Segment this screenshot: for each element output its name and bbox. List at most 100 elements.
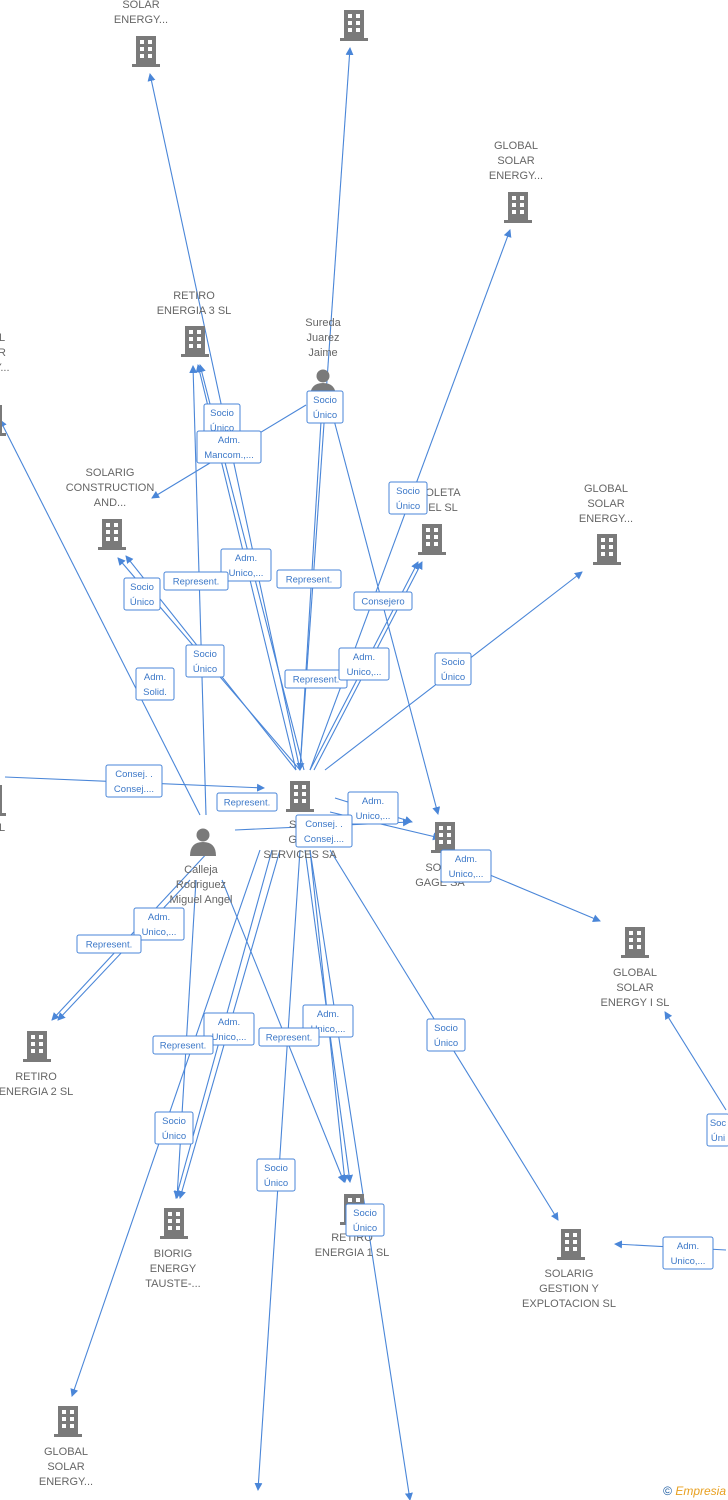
relation-label-text: Consejero <box>361 597 404 608</box>
relation-label-box <box>347 791 399 825</box>
relation-label-text: Único <box>441 672 465 683</box>
relation-edge <box>664 1011 727 1111</box>
relation-label-text: Único <box>162 1131 186 1142</box>
relation-label-box <box>133 907 185 941</box>
relation-label[interactable]: Adm.Unico,... <box>347 791 399 825</box>
node-label: SERVICES SA <box>263 849 337 861</box>
node-label: SOLARIG <box>86 467 135 479</box>
relation-label-box <box>196 430 262 464</box>
relation-label[interactable]: Represent. <box>284 669 348 689</box>
node-label: ENERGY... <box>489 170 543 182</box>
building-icon <box>54 1406 82 1437</box>
edge-labels-layer: SocioÚnicoAdm.Mancom.,...SocioÚnicoSocio… <box>76 390 728 1270</box>
relation-label-text: Único <box>313 410 337 421</box>
relation-label[interactable]: Represent. <box>163 571 229 591</box>
relation-label[interactable]: Adm.Solid. <box>135 667 175 701</box>
footer-brand[interactable]: © Empresia <box>663 1484 726 1498</box>
relation-label-text: Único <box>193 664 217 675</box>
relation-label-box <box>76 934 142 954</box>
building-icon <box>621 927 649 958</box>
node-label: GLOBAL <box>613 967 657 979</box>
building-icon <box>132 36 160 67</box>
relation-label-text: Único <box>353 1223 377 1234</box>
relation-label[interactable]: Represent. <box>216 792 278 812</box>
building-icon <box>160 1208 188 1239</box>
relation-label[interactable]: Represent. <box>76 934 142 954</box>
relation-label-text: Adm. <box>317 1009 339 1020</box>
node-biorig[interactable]: BIORIGENERGYTAUSTE-... <box>145 1208 201 1290</box>
node-label: Sureda <box>305 317 341 329</box>
relation-label[interactable]: Adm.Unico,... <box>338 647 390 681</box>
node-top-mid[interactable] <box>340 10 368 41</box>
relation-label-box <box>135 667 175 701</box>
relation-label[interactable]: Consejero <box>353 591 413 611</box>
node-top-left[interactable]: SOLARENERGY... <box>114 0 168 67</box>
relation-label-text: Socio <box>396 486 420 497</box>
relation-label-box <box>258 1027 320 1047</box>
relation-label[interactable]: Represent. <box>258 1027 320 1047</box>
node-gse-right[interactable]: GLOBALSOLARENERGY... <box>579 483 633 565</box>
building-icon <box>0 785 6 816</box>
relation-label[interactable]: Represent. <box>152 1035 214 1055</box>
relation-label-box <box>152 1035 214 1055</box>
relation-label-box <box>123 577 161 611</box>
relation-label-box <box>706 1113 728 1147</box>
relation-label-box <box>276 569 342 589</box>
relation-label-text: Unico,... <box>347 667 382 678</box>
node-gse-top[interactable]: GLOBALSOLARENERGY... <box>489 140 543 223</box>
building-icon <box>181 326 209 357</box>
building-icon <box>23 1031 51 1062</box>
relation-label-text: Socio <box>193 649 217 660</box>
relation-label-box <box>662 1236 714 1270</box>
node-label: Y... <box>0 362 10 374</box>
relation-label[interactable]: Adm.Unico,... <box>220 548 272 582</box>
node-left-edge[interactable]: LRY... <box>0 332 10 436</box>
relation-label-box <box>216 792 278 812</box>
relation-label-text: Único <box>396 501 420 512</box>
node-label: Juarez <box>306 332 339 344</box>
relation-label[interactable]: Adm.Mancom.,... <box>196 430 262 464</box>
relation-label[interactable]: Adm.Unico,... <box>662 1236 714 1270</box>
node-label: AND... <box>94 497 126 509</box>
relation-label-text: Soc <box>710 1118 727 1129</box>
relation-label-text: Represent. <box>173 577 219 588</box>
relation-label[interactable]: Consej. .Consej.... <box>295 814 353 848</box>
relation-label-text: Mancom.,... <box>204 450 254 461</box>
node-label: EXPLOTACION SL <box>522 1298 616 1310</box>
node-solarig-constr[interactable]: SOLARIGCONSTRUCTIONAND... <box>66 467 155 550</box>
node-left-mid[interactable]: L <box>0 785 6 834</box>
node-label: ENERGIA 3 SL <box>157 305 232 317</box>
relation-label-text: Unico,... <box>671 1256 706 1267</box>
relation-label-text: Represent. <box>86 940 132 951</box>
relation-label-text: Adm. <box>362 796 384 807</box>
relation-label-box <box>353 591 413 611</box>
relation-label-text: Represent. <box>224 798 270 809</box>
node-label: R <box>0 347 6 359</box>
relation-label[interactable]: Adm.Unico,... <box>440 849 492 883</box>
relation-label-text: Represent. <box>160 1041 206 1052</box>
relation-label[interactable]: Consej. .Consej.... <box>105 764 163 798</box>
relation-label[interactable]: Represent. <box>276 569 342 589</box>
relation-label[interactable]: Adm.Unico,... <box>133 907 185 941</box>
relation-label[interactable]: Adm.Unico,... <box>203 1012 255 1046</box>
node-gse-bottom[interactable]: GLOBALSOLARENERGY... <box>39 1406 93 1488</box>
building-icon <box>431 822 459 853</box>
